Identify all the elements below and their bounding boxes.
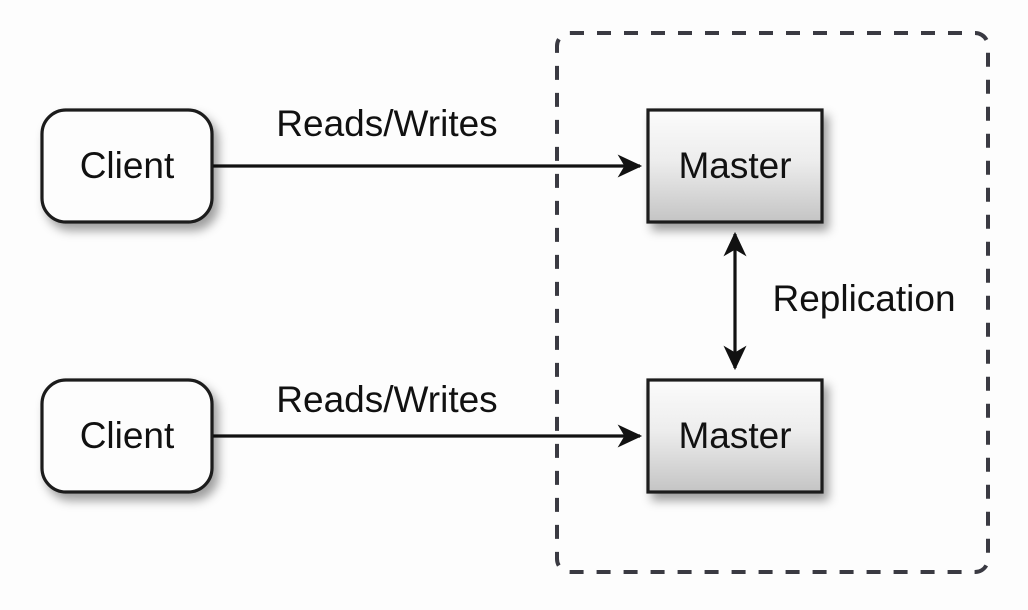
- client-top-label: Client: [80, 145, 175, 186]
- replication-cluster-boundary: [555, 31, 990, 574]
- node-client-top[interactable]: Client: [40, 108, 214, 224]
- master-bottom-box[interactable]: [646, 378, 824, 494]
- edge-label-reads-writes-bottom: Reads/Writes: [276, 379, 497, 420]
- master-top-label: Master: [678, 145, 791, 186]
- edge-label-replication: Replication: [772, 278, 955, 319]
- edge-label-reads-writes-top: Reads/Writes: [276, 103, 497, 144]
- master-top-box[interactable]: [646, 108, 824, 224]
- client-bottom-box[interactable]: [40, 378, 214, 494]
- client-bottom-label: Client: [80, 415, 175, 456]
- node-master-top[interactable]: Master: [646, 108, 824, 224]
- client-top-box[interactable]: [40, 108, 214, 224]
- master-bottom-label: Master: [678, 415, 791, 456]
- node-master-bottom[interactable]: Master: [646, 378, 824, 494]
- node-client-bottom[interactable]: Client: [40, 378, 214, 494]
